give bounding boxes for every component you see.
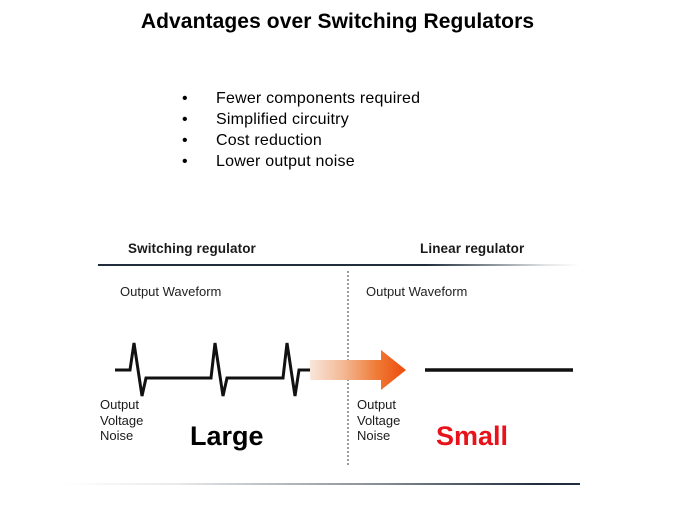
magnitude-label-switching: Large	[190, 421, 264, 451]
page-title: Advantages over Switching Regulators	[140, 10, 535, 33]
regulator-comparison-diagram: Switching regulator Linear regulator Out…	[0, 238, 675, 488]
waveform-artwork	[115, 342, 573, 397]
list-item: • Simplified circuitry	[182, 109, 602, 130]
list-item-label: Fewer components required	[216, 90, 421, 107]
switching-ripple-waveform	[115, 342, 313, 397]
noise-label-line: Voltage	[357, 412, 401, 428]
header-divider-rule	[98, 264, 580, 266]
footer-divider-rule	[62, 483, 580, 485]
bullet-marker-icon: •	[182, 90, 188, 107]
noise-label-line: Noise	[357, 428, 391, 443]
column-heading-switching-regulator: Switching regulator	[128, 241, 256, 256]
bullet-marker-icon: •	[182, 132, 188, 149]
noise-label-line: Voltage	[100, 412, 144, 428]
transition-arrow-icon	[310, 350, 406, 390]
noise-label-line: Output	[357, 397, 397, 412]
noise-label-line: Noise	[100, 428, 134, 443]
waveform-caption-linear: Output Waveform	[366, 284, 468, 299]
column-heading-linear-regulator: Linear regulator	[420, 241, 525, 256]
bullet-marker-icon: •	[182, 153, 188, 170]
list-item: • Cost reduction	[182, 130, 602, 151]
noise-label-line: Output	[100, 397, 140, 412]
list-item-label: Lower output noise	[216, 153, 355, 170]
list-item: • Lower output noise	[182, 151, 602, 172]
list-item: • Fewer components required	[182, 88, 602, 109]
magnitude-label-linear: Small	[436, 421, 509, 451]
advantages-bullet-list: • Fewer components required • Simplified…	[182, 88, 602, 172]
bullet-marker-icon: •	[182, 111, 188, 128]
noise-label-switching: Output Voltage Noise	[100, 397, 143, 444]
waveform-caption-switching: Output Waveform	[120, 284, 222, 299]
noise-label-linear: Output Voltage Noise	[357, 397, 400, 444]
list-item-label: Cost reduction	[216, 132, 322, 149]
list-item-label: Simplified circuitry	[216, 111, 349, 128]
